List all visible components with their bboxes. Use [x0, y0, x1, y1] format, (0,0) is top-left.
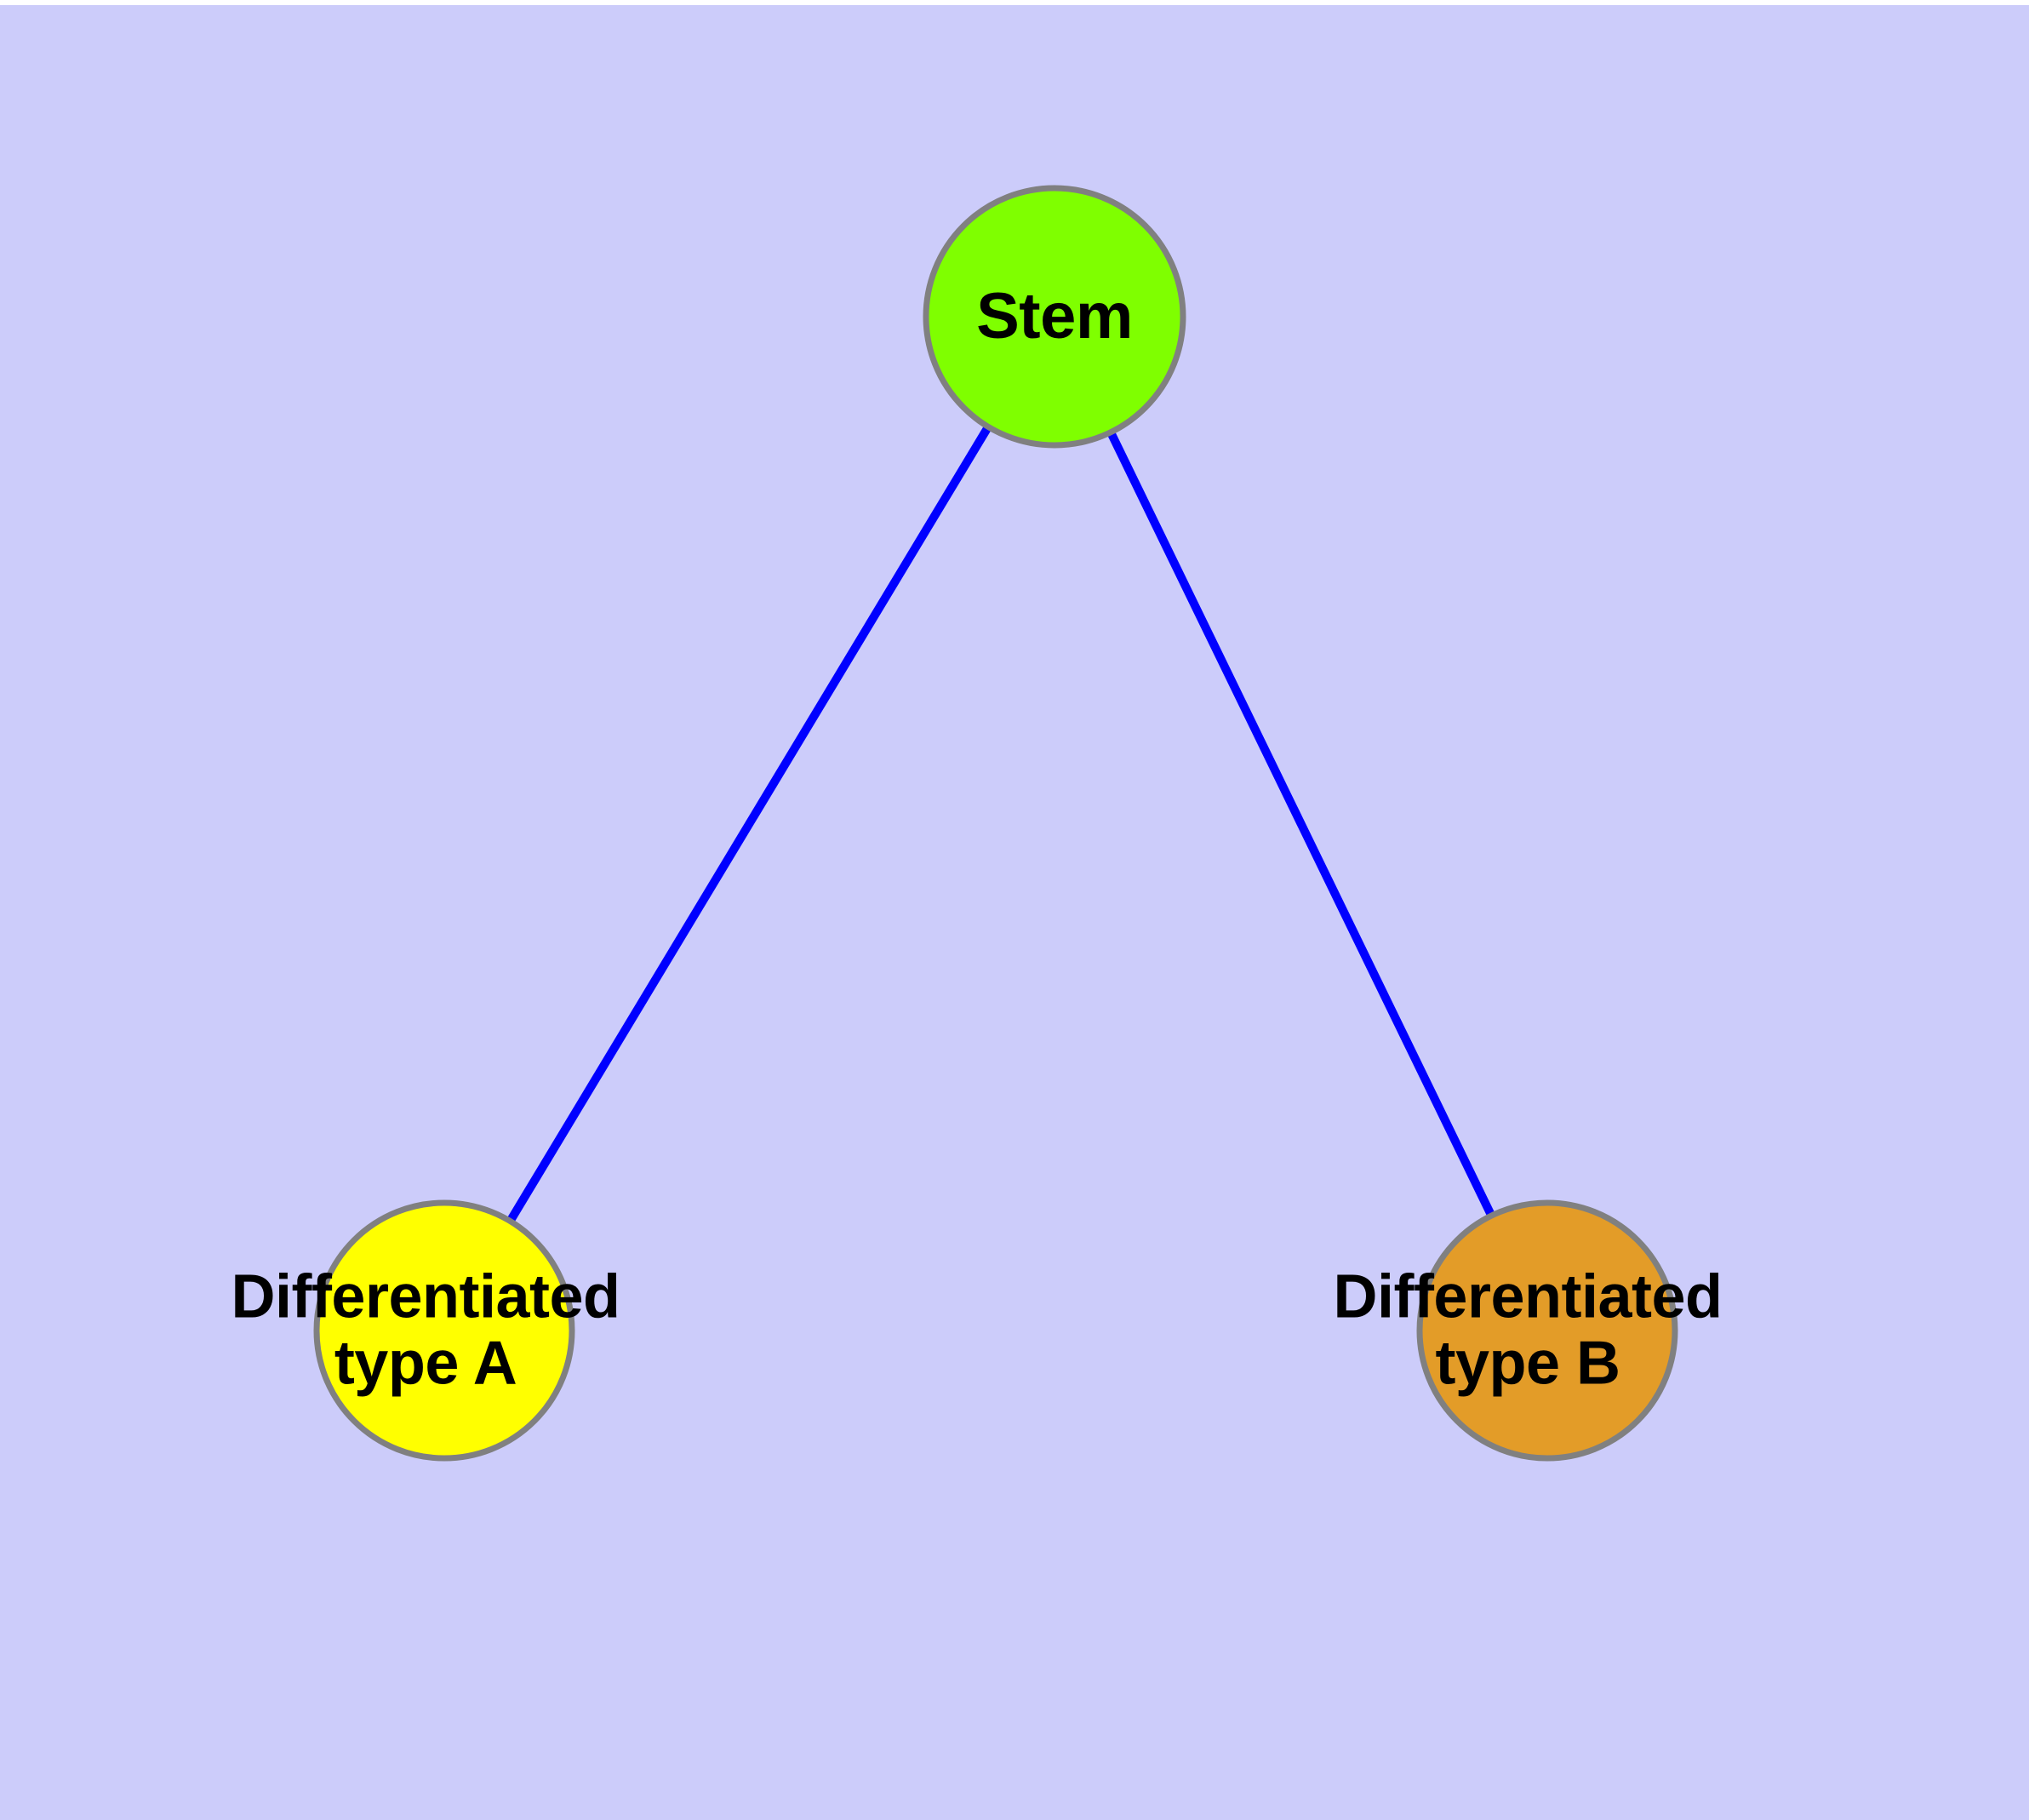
- node-stem[interactable]: [923, 185, 1186, 449]
- edge-stem-to-diff-a[interactable]: [507, 426, 992, 1222]
- edge-layer: [507, 426, 1495, 1222]
- edge-stem-to-diff-b[interactable]: [1107, 432, 1495, 1216]
- node-differentiated-type-a[interactable]: [313, 1199, 575, 1462]
- node-differentiated-type-b[interactable]: [1416, 1199, 1678, 1462]
- node-layer: [313, 185, 1678, 1462]
